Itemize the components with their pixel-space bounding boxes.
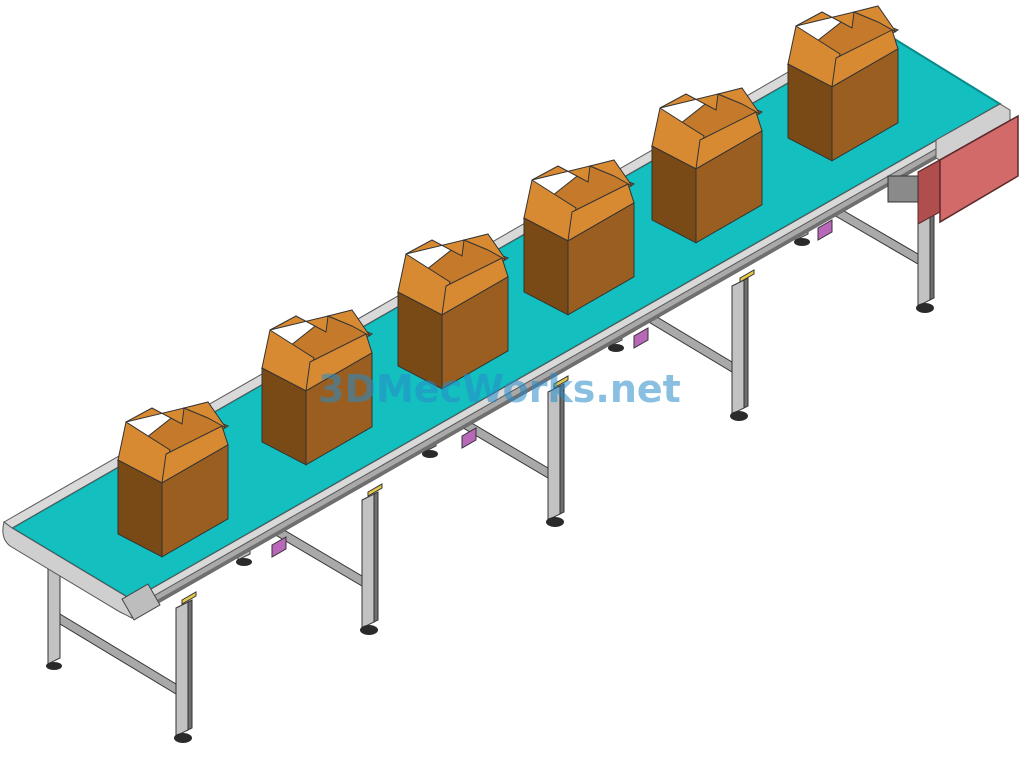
leg-shade	[373, 491, 379, 623]
bracket	[633, 327, 649, 349]
cardboard-box	[396, 233, 510, 390]
front-top-rail	[131, 103, 1005, 607]
tail-end-plate	[121, 583, 161, 621]
box-flap	[523, 179, 577, 242]
box-flap	[462, 233, 507, 261]
bracket	[461, 427, 477, 449]
leg-foot	[608, 344, 624, 352]
box-flap	[659, 93, 719, 111]
box-flap	[651, 107, 705, 170]
cross-brace	[59, 613, 177, 695]
box-flap	[852, 5, 897, 33]
leg-foot	[916, 303, 934, 313]
motor-mount	[887, 175, 919, 203]
cardboard-box	[260, 309, 374, 466]
front-leg	[175, 601, 189, 737]
leg-foot	[546, 517, 564, 527]
cardboard-box	[650, 87, 764, 244]
cardboard-boxes	[116, 5, 900, 558]
cardboard-box	[522, 159, 636, 316]
leg-shade	[187, 599, 193, 731]
box-flap	[117, 421, 171, 484]
box-flap	[716, 87, 761, 115]
box-flap	[795, 11, 855, 29]
leg-foot	[46, 662, 62, 670]
leg-shade	[559, 383, 565, 515]
bracket	[817, 219, 833, 241]
bracket	[271, 536, 287, 558]
drive-motor	[887, 114, 1019, 225]
leg-foot	[360, 625, 378, 635]
leg-foot	[422, 450, 438, 458]
leg-foot	[730, 411, 748, 421]
box-flap	[326, 309, 371, 337]
leg-shade	[743, 277, 749, 409]
box-flap	[787, 25, 841, 88]
box-flap	[261, 329, 315, 392]
front-leg	[731, 279, 745, 415]
yellow-clamp	[181, 591, 197, 605]
box-flap	[531, 165, 591, 183]
cardboard-box	[116, 401, 230, 558]
yellow-clamp	[553, 375, 569, 389]
box-flap	[125, 407, 185, 425]
motor-top-face	[917, 115, 1019, 173]
leg-foot	[794, 238, 810, 246]
belt-brackets	[181, 219, 833, 605]
leg-foot	[174, 733, 192, 743]
leg-foot	[236, 558, 252, 566]
box-flap	[405, 239, 465, 257]
yellow-clamp	[367, 483, 383, 497]
watermark-text: 3DMecWorks.net	[318, 367, 681, 411]
yellow-clamp	[739, 269, 755, 283]
box-flap	[269, 315, 329, 333]
box-flap	[182, 401, 227, 429]
front-rail-slot	[150, 124, 990, 608]
box-flap	[588, 159, 633, 187]
front-leg	[361, 493, 375, 629]
box-flap	[397, 253, 451, 316]
cardboard-box	[786, 5, 900, 162]
